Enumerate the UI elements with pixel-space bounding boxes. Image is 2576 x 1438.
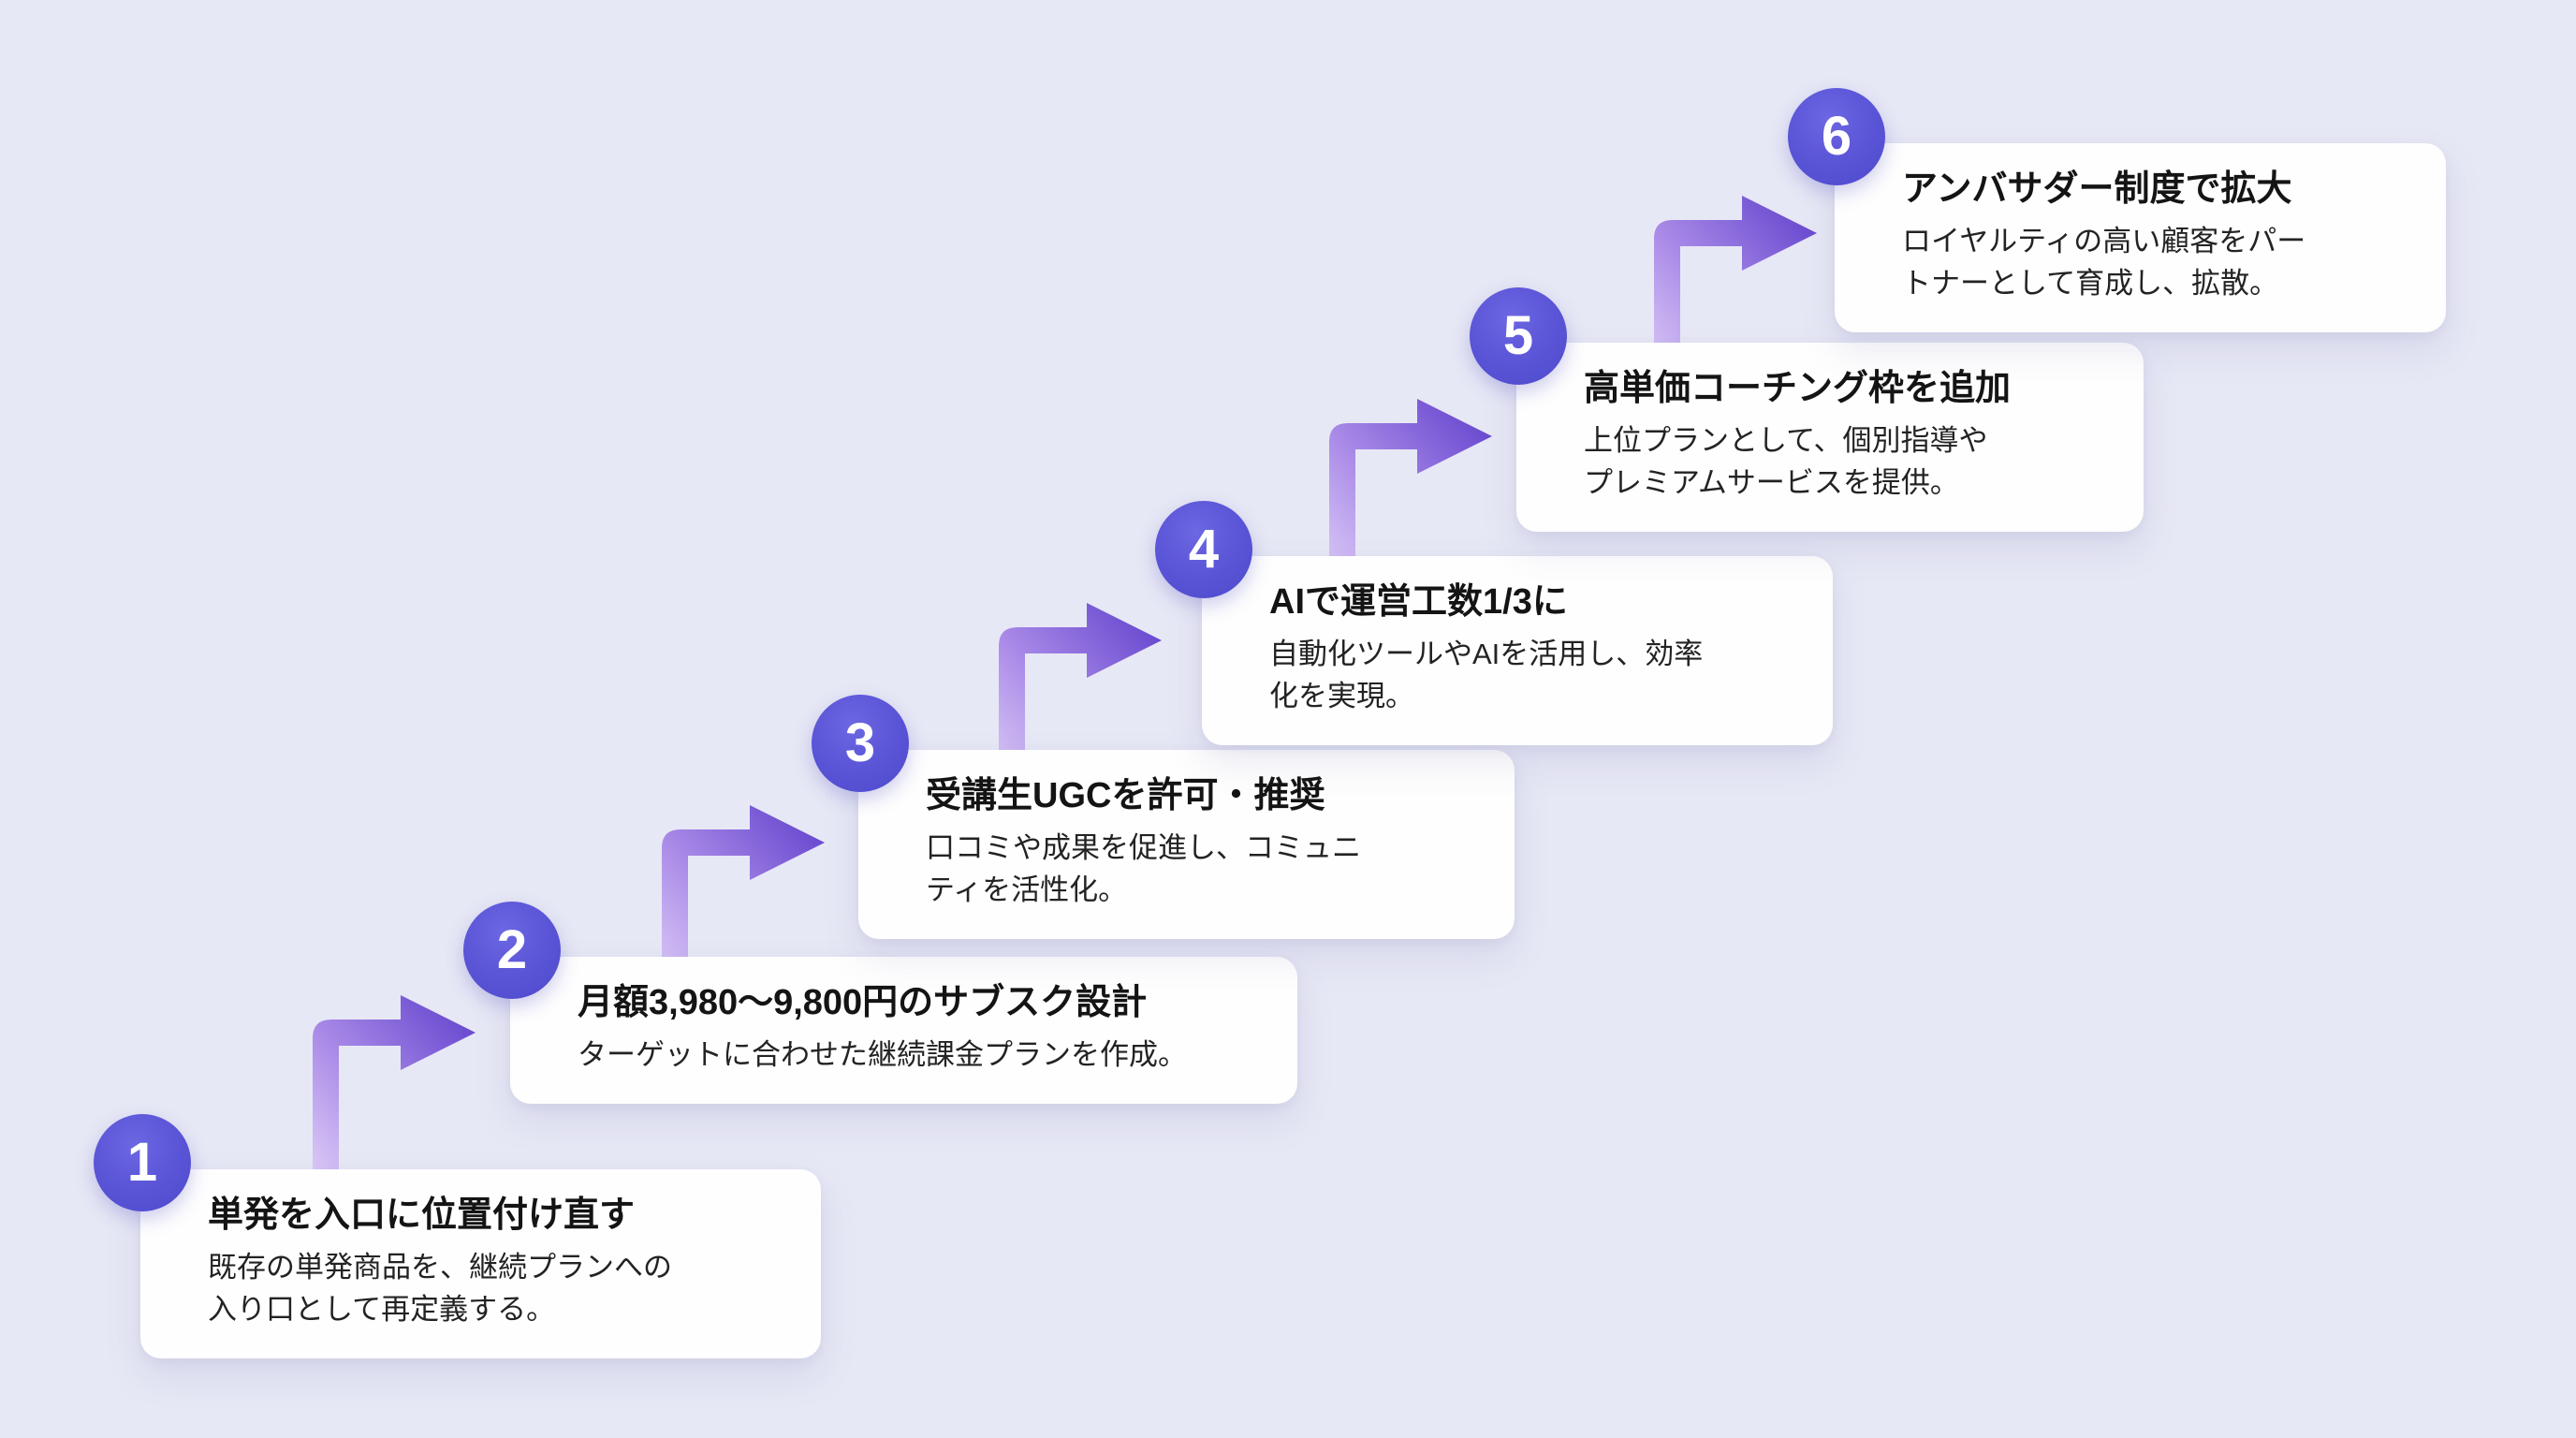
step-number: 2 bbox=[496, 919, 528, 980]
step-card-2: 月額3,980〜9,800円のサブスク設計 ターゲットに合わせた継続課金プランを… bbox=[510, 957, 1297, 1104]
step-number-badge-3: 3 bbox=[812, 695, 909, 792]
step-4-title: AIで運営工数1/3に bbox=[1269, 582, 1568, 622]
step-number: 6 bbox=[1821, 106, 1852, 167]
connector-arrow-icon-1-2 bbox=[313, 995, 476, 1182]
step-5-description-line: 上位プランとして、個別指導や bbox=[1584, 423, 1988, 457]
step-5-title: 高単価コーチング枠を追加 bbox=[1584, 369, 2012, 408]
step-number-badge-5: 5 bbox=[1470, 287, 1567, 385]
step-4-description-line: 化を実現。 bbox=[1269, 679, 1414, 712]
step-6-title: アンバサダー制度で拡大 bbox=[1902, 169, 2292, 209]
step-number-badge-6: 6 bbox=[1788, 88, 1885, 185]
step-5-description-line: プレミアムサービスを提供。 bbox=[1584, 465, 1959, 499]
step-number: 3 bbox=[844, 712, 876, 773]
step-2-title: 月額3,980〜9,800円のサブスク設計 bbox=[578, 983, 1148, 1022]
step-card-5: 高単価コーチング枠を追加 上位プランとして、個別指導や プレミアムサービスを提供… bbox=[1516, 343, 2144, 532]
step-number-badge-1: 1 bbox=[94, 1114, 191, 1211]
step-number: 1 bbox=[126, 1132, 158, 1193]
connector-arrow-icon-3-4 bbox=[999, 603, 1162, 790]
step-3-title: 受講生UGCを許可・推奨 bbox=[926, 776, 1325, 815]
connector-arrow-icon-2-3 bbox=[662, 805, 825, 992]
step-1-title: 単発を入口に位置付け直す bbox=[208, 1196, 636, 1235]
step-2-description-line: ターゲットに合わせた継続課金プランを作成。 bbox=[578, 1037, 1187, 1071]
connector-arrow-icon-5-6 bbox=[1654, 196, 1817, 383]
step-number-badge-2: 2 bbox=[463, 902, 561, 999]
step-3-description-line: 口コミや成果を促進し、コミュニ bbox=[926, 830, 1361, 864]
step-3-description-line: ティを活性化。 bbox=[926, 873, 1128, 906]
step-4-description-line: 自動化ツールやAIを活用し、効率 bbox=[1269, 637, 1704, 670]
step-number: 5 bbox=[1502, 305, 1534, 366]
step-number-badge-4: 4 bbox=[1155, 501, 1252, 598]
connector-arrow-icon-4-5 bbox=[1329, 399, 1492, 586]
step-card-6: アンバサダー制度で拡大 ロイヤルティの高い顧客をパー トナーとして育成し、拡散。 bbox=[1835, 143, 2446, 332]
step-6-description-line: ロイヤルティの高い顧客をパー bbox=[1902, 224, 2306, 257]
step-6-description-line: トナーとして育成し、拡散。 bbox=[1902, 266, 2279, 300]
step-card-1: 単発を入口に位置付け直す 既存の単発商品を、継続プランへの 入り口として再定義す… bbox=[140, 1169, 821, 1358]
step-number: 4 bbox=[1188, 519, 1220, 580]
step-1-description-line: 既存の単発商品を、継続プランへの bbox=[208, 1250, 672, 1284]
step-card-4: AIで運営工数1/3に 自動化ツールやAIを活用し、効率 化を実現。 bbox=[1202, 556, 1833, 745]
step-card-3: 受講生UGCを許可・推奨 口コミや成果を促進し、コミュニ ティを活性化。 bbox=[858, 750, 1515, 939]
step-1-description-line: 入り口として再定義する。 bbox=[208, 1292, 556, 1326]
